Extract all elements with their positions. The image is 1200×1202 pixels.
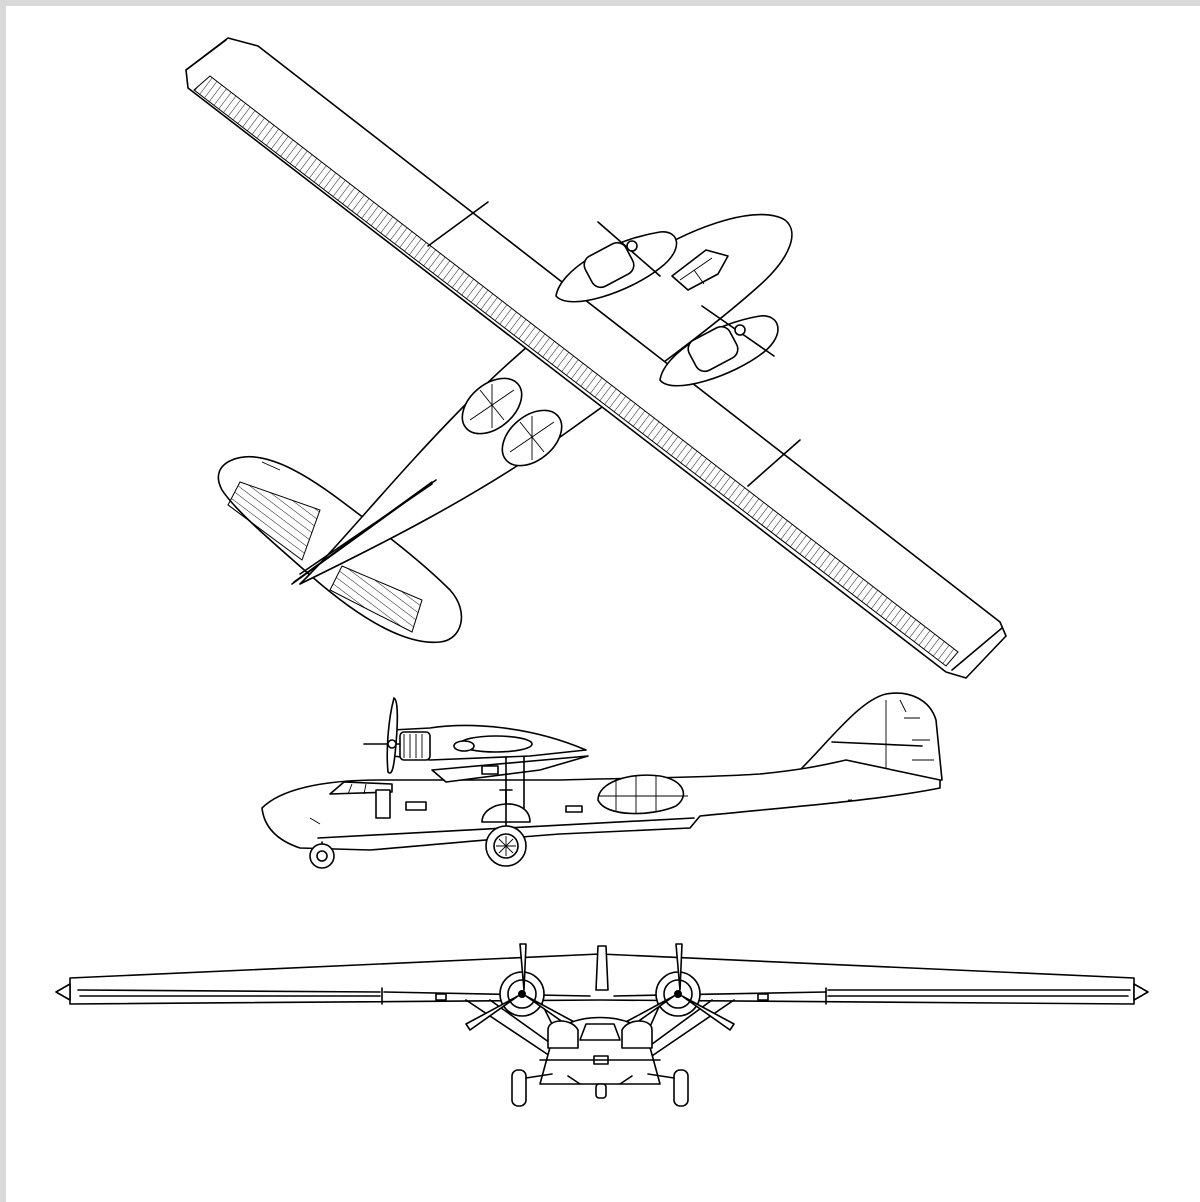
plan-view [185,37,1007,679]
front-gear-right [647,1069,689,1107]
side-fin [799,692,943,790]
front-hull [539,1016,661,1099]
side-window [405,801,427,811]
three-view-drawing [55,37,1149,1107]
front-gear-left [511,1069,553,1107]
plan-waist-blisters [461,377,563,467]
drawing-sheet [6,6,1200,1202]
side-door [375,789,391,819]
side-wing-pylon [431,755,589,809]
side-window-aft [565,805,583,813]
side-nose-gear [309,841,335,869]
side-main-gear [481,789,531,867]
front-fin [595,945,609,991]
front-view [55,943,1149,1107]
front-struts [465,999,735,1061]
plan-wing [185,37,1007,679]
front-engine-left [465,943,579,1031]
side-propeller [363,697,401,774]
plan-cockpit [671,249,729,291]
plan-fin [293,481,433,583]
plan-engine-right [659,305,779,387]
plan-engine-left [555,221,678,303]
side-blister [597,774,688,815]
side-engine [391,724,587,761]
side-view [261,692,943,869]
